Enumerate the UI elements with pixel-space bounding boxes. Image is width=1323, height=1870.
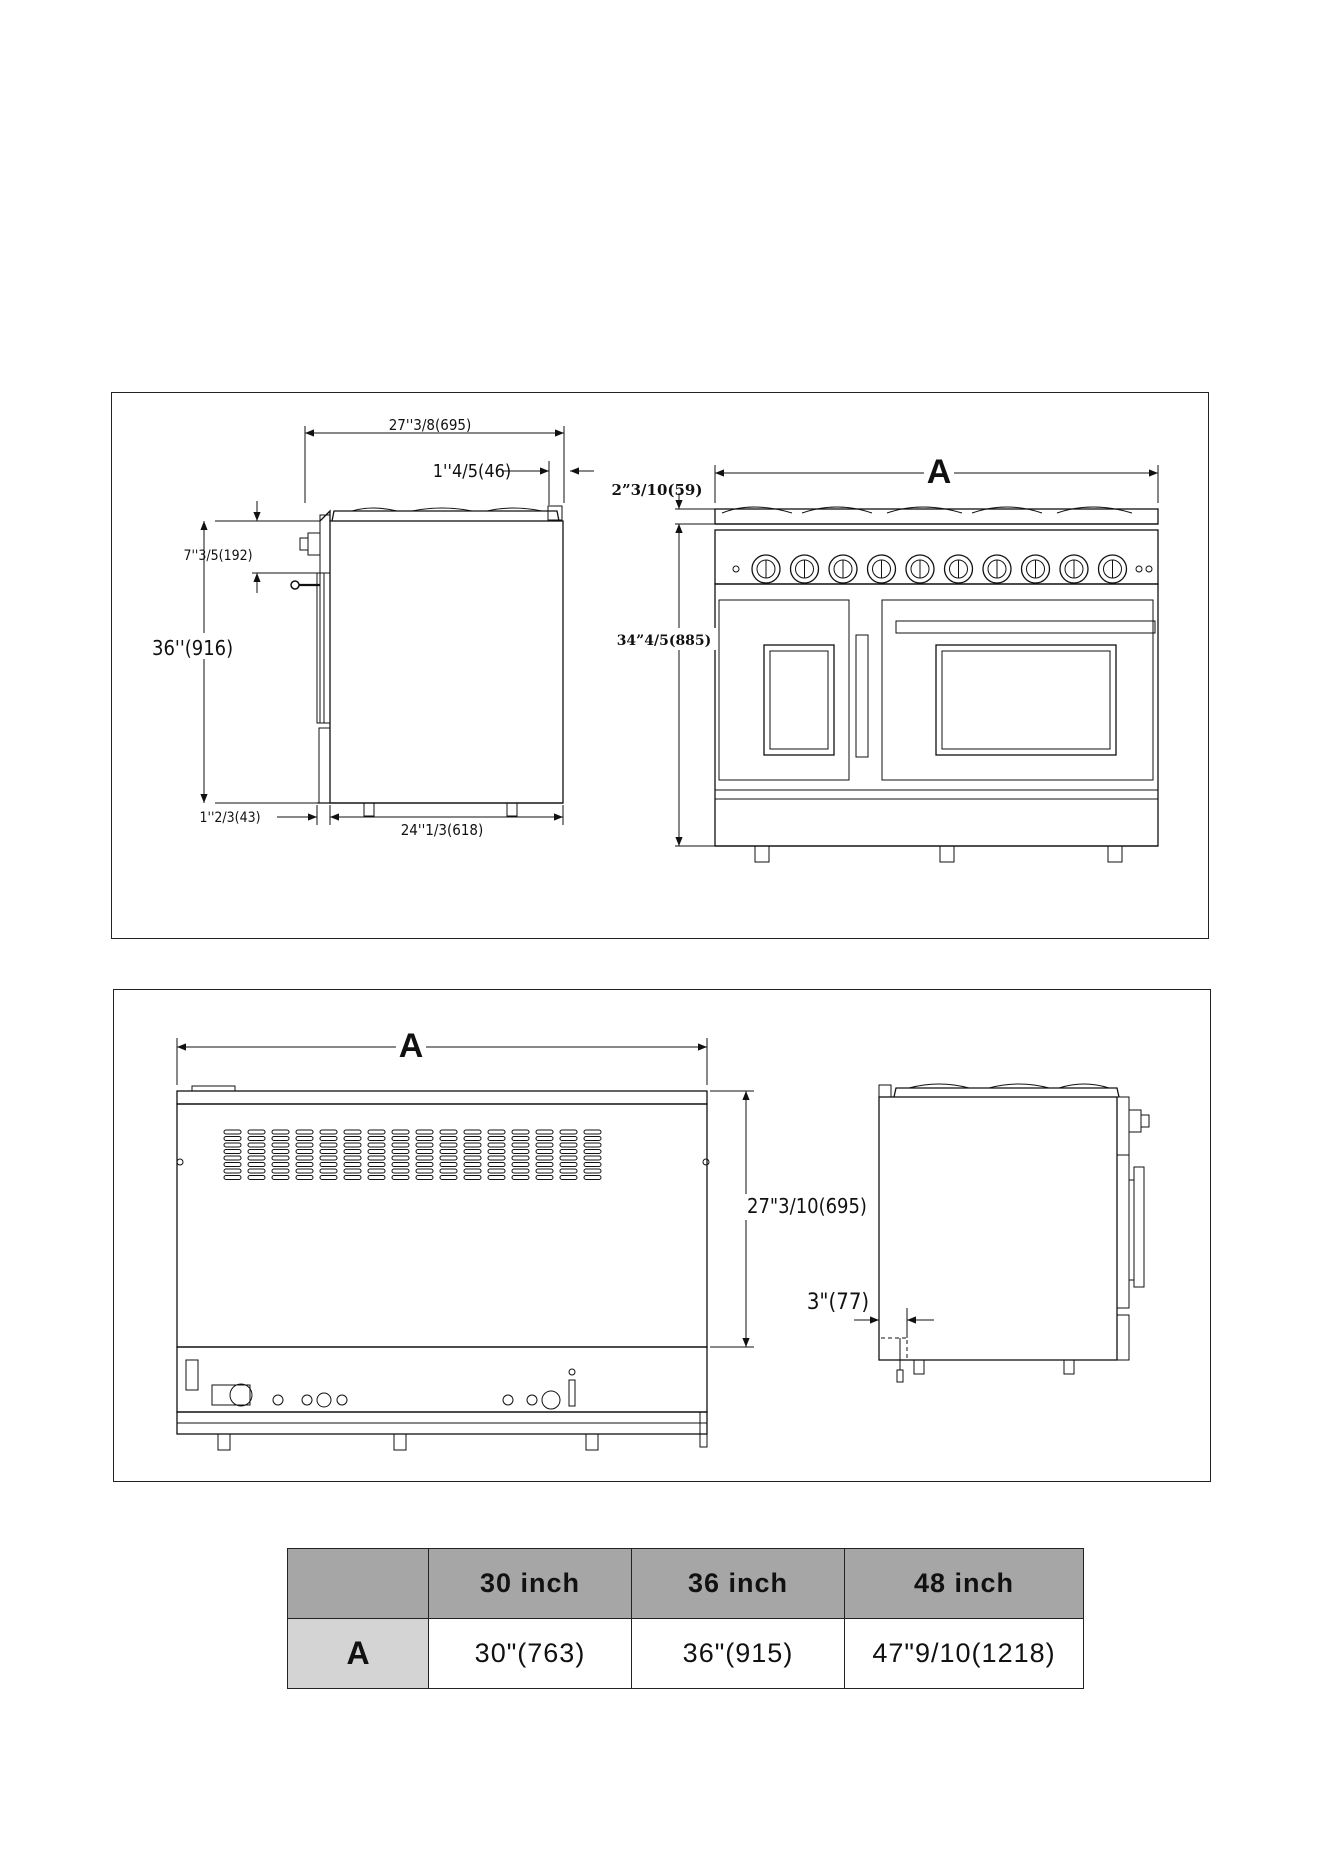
side-body bbox=[330, 521, 563, 803]
table-header-row: 30 inch 36 inch 48 inch bbox=[288, 1549, 1084, 1619]
side-gas-offset-label: 3"(77) bbox=[807, 1290, 869, 1315]
table-cell-36-inch: 36"(915) bbox=[632, 1619, 845, 1689]
table-header-48-inch: 48 inch bbox=[845, 1549, 1084, 1619]
table-row: A 30"(763) 36"(915) 47"9/10(1218) bbox=[288, 1619, 1084, 1689]
front-knob-row bbox=[752, 555, 1127, 583]
table-cell-30-inch: 30"(763) bbox=[429, 1619, 632, 1689]
table-header-corner bbox=[288, 1549, 429, 1619]
rear-and-side-view-drawing: A 27"3/10(695) 3"(77) bbox=[114, 990, 1212, 1483]
front-cooktop-height-label: 2”3/10(59) bbox=[612, 481, 703, 499]
front-width-a-label: A bbox=[927, 453, 952, 491]
front-view: A 2”3/10(59) 34”4/5(885) bbox=[610, 453, 1158, 862]
top-diagram-panel: 27''3/8(695) 1''4/5(46) 7''3/5(192) 36''… bbox=[111, 392, 1209, 939]
side-overall-height-label: 36''(916) bbox=[152, 636, 233, 660]
bottom-diagram-panel: A 27"3/10(695) 3"(77) bbox=[113, 989, 1211, 1482]
side-handle-offset-label: 1''2/3(43) bbox=[199, 810, 260, 826]
table-cell-48-inch: 47"9/10(1218) bbox=[845, 1619, 1084, 1689]
side-overall-depth-label: 27''3/8(695) bbox=[389, 416, 472, 434]
rear-vent-grille bbox=[224, 1130, 601, 1180]
rear-width-a-label: A bbox=[399, 1027, 424, 1065]
side-body-depth-label: 24''1/3(618) bbox=[401, 821, 484, 839]
side-view: 27''3/8(695) 1''4/5(46) 7''3/5(192) 36''… bbox=[150, 416, 594, 839]
front-body-height-label: 34”4/5(885) bbox=[617, 633, 712, 649]
table-header-36-inch: 36 inch bbox=[632, 1549, 845, 1619]
rear-view: A 27"3/10(695) bbox=[177, 1027, 884, 1450]
rear-side-body bbox=[879, 1097, 1117, 1360]
side-backguard-height-label: 7''3/5(192) bbox=[183, 548, 252, 564]
rear-back-height-label: 27"3/10(695) bbox=[747, 1194, 867, 1218]
rear-side-view: 3"(77) bbox=[807, 1084, 1149, 1382]
table-row-label-a: A bbox=[288, 1619, 429, 1689]
table-header-30-inch: 30 inch bbox=[429, 1549, 632, 1619]
side-and-front-view-drawing: 27''3/8(695) 1''4/5(46) 7''3/5(192) 36''… bbox=[112, 393, 1210, 940]
side-knob-depth-label: 1''4/5(46) bbox=[433, 461, 512, 482]
dimension-table: 30 inch 36 inch 48 inch A 30"(763) 36"(9… bbox=[287, 1548, 1084, 1689]
